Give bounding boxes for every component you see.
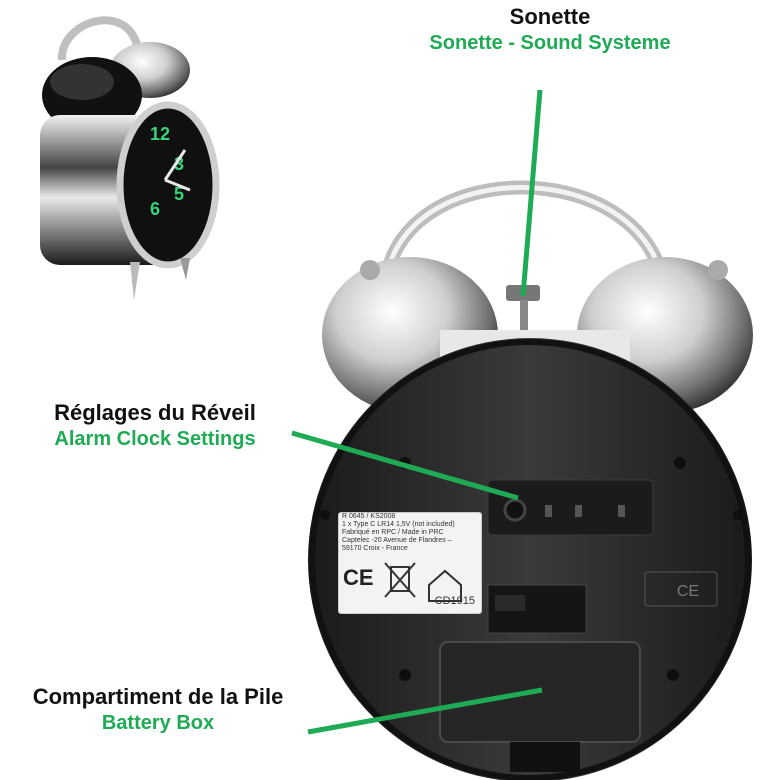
weee-bin-icon xyxy=(384,562,462,602)
svg-text:6: 6 xyxy=(150,199,160,219)
pile-label: Compartiment de la Pile Battery Box xyxy=(0,684,316,736)
sonette-pointer-line xyxy=(520,89,543,297)
sonette-subtitle: Sonette - Sound Systeme xyxy=(429,32,671,54)
sonette-title: Sonette xyxy=(509,4,591,29)
pile-pointer-line xyxy=(307,687,543,735)
reglages-label: Réglages du Réveil Alarm Clock Settings xyxy=(20,400,290,452)
sticker-line: R 0645 / KS2008 xyxy=(342,513,396,520)
sonette-label: Sonette Sonette - Sound Systeme xyxy=(420,4,680,56)
reglages-subtitle: Alarm Clock Settings xyxy=(54,428,256,450)
svg-text:5: 5 xyxy=(174,184,184,204)
reglages-title: Réglages du Réveil xyxy=(54,400,256,425)
ce-mark-icon: CE xyxy=(343,565,374,590)
alarm-clock-back-photo: CE xyxy=(308,180,753,780)
house-icon xyxy=(428,569,462,602)
svg-text:CE: CE xyxy=(677,583,699,600)
product-label-sticker: R 0645 / KS2008 1 x Type C LR14 1,5V (no… xyxy=(338,512,482,614)
pile-subtitle: Battery Box xyxy=(101,712,215,734)
sticker-line: 1 x Type C LR14 1,5V (not included) xyxy=(342,521,455,528)
alarm-clock-front-photo: 12 6 5 3 xyxy=(40,16,220,300)
sticker-line: Captelec -20 Avenue de Flandres – xyxy=(342,537,452,544)
svg-text:12: 12 xyxy=(150,124,170,144)
sticker-line: Fabriqué en RPC / Made in PRC xyxy=(342,529,444,536)
reglages-pointer-line xyxy=(291,430,519,501)
sticker-code: -CD1915 xyxy=(430,595,475,607)
sticker-line: 59170 Croix - France xyxy=(342,545,408,552)
svg-text:3: 3 xyxy=(174,154,184,174)
pile-title: Compartiment de la Pile xyxy=(32,684,284,709)
